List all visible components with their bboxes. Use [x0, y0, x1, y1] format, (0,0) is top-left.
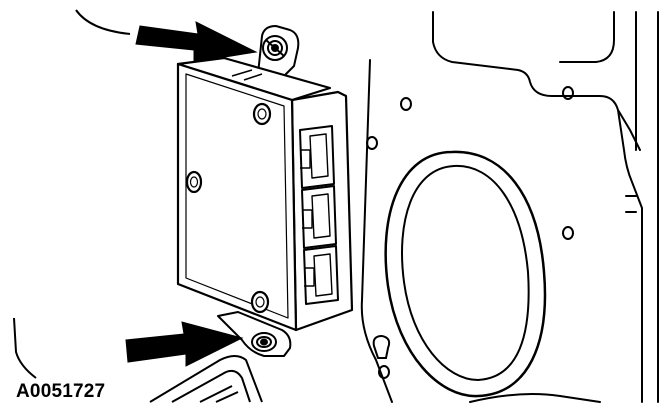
- arrow-upper: [135, 21, 258, 63]
- upper-left-curve: [75, 9, 131, 35]
- door-inner-panel: [360, 11, 659, 403]
- arrow-lower: [125, 321, 244, 367]
- lower-trim: [149, 355, 263, 403]
- reference-leader: [13, 317, 37, 379]
- panel-hole: [400, 97, 412, 111]
- connector-icon: [299, 125, 335, 189]
- panel-holes: [366, 86, 574, 379]
- mounting-bolt-upper: [257, 25, 300, 81]
- connector-icon: [301, 185, 337, 249]
- wiring-connectors: [299, 125, 339, 305]
- panel-hole: [366, 136, 378, 150]
- panel-hole: [378, 365, 390, 379]
- mounting-bolt-lower: [217, 311, 292, 357]
- speaker-opening: [372, 150, 547, 398]
- connector-icon: [303, 245, 339, 305]
- reference-code: A0051727: [16, 381, 106, 402]
- panel-hole: [562, 86, 574, 100]
- panel-hole: [562, 226, 574, 240]
